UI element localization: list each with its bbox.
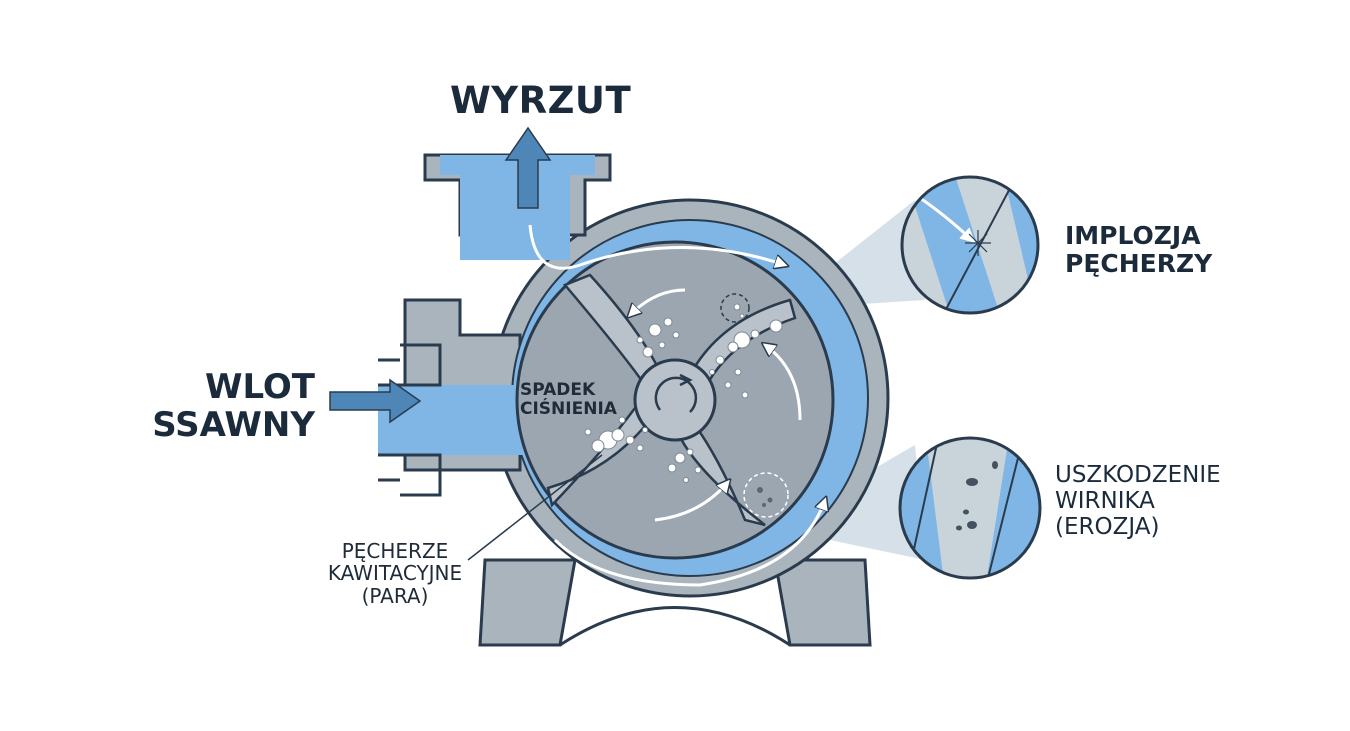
bubbles-line1: PĘCHERZE (341, 539, 449, 563)
implosion-spot (720, 293, 750, 323)
implosion-spark-icon (965, 230, 991, 256)
zoom-implosion (900, 175, 1040, 315)
pump-base (478, 558, 872, 647)
flow-arrow-icon (528, 224, 825, 587)
implosion-line2: PĘCHERZY (1065, 249, 1213, 278)
zoom-cone-bottom (820, 445, 925, 560)
bubbles-label: PĘCHERZE KAWITACYJNE (PARA) (315, 539, 475, 608)
erosion-spot (743, 472, 789, 518)
inlet-label-line2: SSAWNY (152, 405, 315, 446)
pressure-drop-line1: SPADEK (520, 380, 596, 400)
impeller-hub (633, 358, 717, 442)
vapour-bubbles (584, 303, 783, 483)
bubbles-leader-line (467, 454, 603, 561)
damage-line1: USZKODZENIE (1055, 462, 1221, 488)
damage-line2: WIRNIKA (1055, 487, 1155, 514)
pressure-drop-label: SPADEK CIŚNIENIA (520, 380, 617, 420)
discharge-arrow-icon (504, 126, 552, 209)
pressure-drop-line2: CIŚNIENIA (520, 399, 617, 420)
damage-label: USZKODZENIE WIRNIKA (EROZJA) (1055, 462, 1221, 540)
implosion-label: IMPLOZJA PĘCHERZY (1065, 222, 1212, 278)
inlet-label-line1: WLOT (204, 367, 315, 407)
bubbles-line2: KAWITACYJNE (327, 561, 463, 586)
inlet-label: WLOT SSAWNY (150, 368, 315, 444)
erosion-pits-icon (956, 461, 998, 531)
bubbles-line3: (PARA) (361, 583, 429, 608)
implosion-line1: IMPLOZJA (1065, 221, 1201, 250)
inlet-arrow-icon (329, 378, 422, 424)
damage-line3: (EROZJA) (1055, 513, 1160, 540)
rotation-arrow-icon (654, 373, 698, 413)
zoom-erosion (898, 436, 1042, 580)
discharge-label: WYRZUT (450, 79, 632, 122)
